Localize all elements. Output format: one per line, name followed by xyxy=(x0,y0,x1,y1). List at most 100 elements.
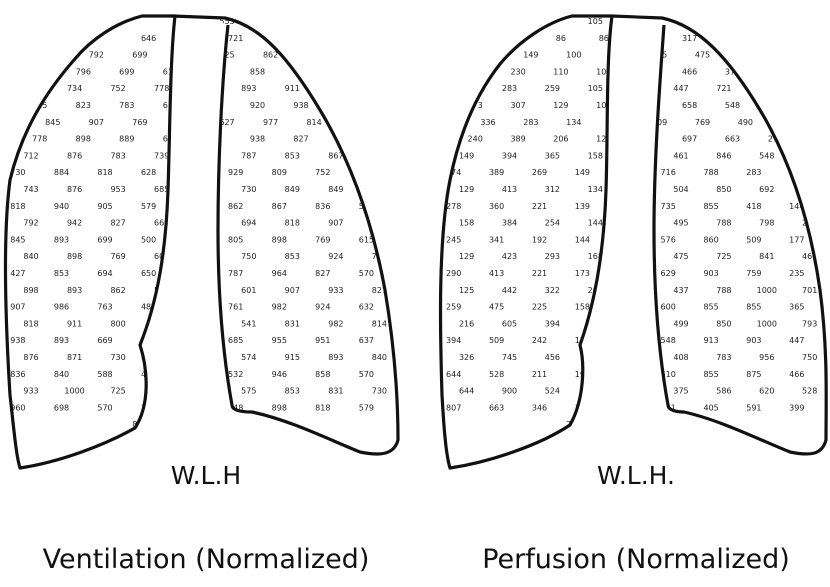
region-value: 469 xyxy=(154,353,169,362)
region-value: 197 xyxy=(630,319,645,328)
region-value: 504 xyxy=(673,185,688,194)
region-value: 360 xyxy=(489,202,504,211)
region-value: 278 xyxy=(446,202,461,211)
region-value: 437 xyxy=(673,286,688,295)
region-value: 230 xyxy=(510,67,525,76)
region-value: 807 xyxy=(446,403,461,412)
region-value: 394 xyxy=(446,336,461,345)
region-value: 898 xyxy=(272,403,287,412)
region-value: 240 xyxy=(468,135,483,144)
region-value: 579 xyxy=(141,202,156,211)
region-value: 408 xyxy=(673,353,688,362)
region-value: 783 xyxy=(119,101,134,110)
region-value: 889 xyxy=(119,135,134,144)
ventilation-panel: 5845536465267217926995577258626927966996… xyxy=(5,16,398,575)
region-value: 206 xyxy=(630,353,645,362)
region-value: 955 xyxy=(272,336,287,345)
region-value: 938 xyxy=(10,336,25,345)
region-value: 769 xyxy=(110,252,125,261)
region-value: 818 xyxy=(23,319,38,328)
region-value: 853 xyxy=(285,252,300,261)
region-value: 100 xyxy=(566,51,581,60)
region-value: 192 xyxy=(802,185,817,194)
region-value: 283 xyxy=(746,168,761,177)
region-value: 699 xyxy=(132,51,147,60)
region-value: 528 xyxy=(489,370,504,379)
region-value: 548 xyxy=(661,336,676,345)
region-value: 532 xyxy=(359,168,374,177)
region-value: 1000 xyxy=(64,387,84,396)
region-value: 787 xyxy=(228,269,243,278)
region-value: 158 xyxy=(588,151,603,160)
region-value: 464 xyxy=(185,370,200,379)
region-value: 129 xyxy=(459,185,474,194)
region-value: 836 xyxy=(10,370,25,379)
region-value: 221 xyxy=(532,269,547,278)
region-value: 907 xyxy=(328,219,343,228)
region-value: 532 xyxy=(228,370,243,379)
ventilation-caption: Ventilation (Normalized) xyxy=(43,544,370,575)
region-value: 750 xyxy=(241,252,256,261)
region-value: 481 xyxy=(154,319,169,328)
region-value: 177 xyxy=(630,185,645,194)
region-value: 544 xyxy=(206,67,221,76)
region-value: 517 xyxy=(198,252,213,261)
region-value: 734 xyxy=(67,84,82,93)
region-value: 235 xyxy=(789,269,804,278)
region-value: 471 xyxy=(185,437,200,446)
region-value: 576 xyxy=(661,235,676,244)
region-value: 763 xyxy=(97,303,112,312)
region-value: 225 xyxy=(532,303,547,312)
region-value: 699 xyxy=(119,67,134,76)
region-value: 509 xyxy=(746,235,761,244)
region-value: 389 xyxy=(510,135,525,144)
region-value: 584 xyxy=(176,17,191,26)
region-value: 526 xyxy=(185,34,200,43)
region-value: 793 xyxy=(802,319,817,328)
region-value: 548 xyxy=(759,151,774,160)
region-value: 644 xyxy=(459,387,474,396)
region-value: 524 xyxy=(545,387,560,396)
region-value: 394 xyxy=(502,151,517,160)
region-value: 105 xyxy=(588,17,603,26)
region-value: 900 xyxy=(618,437,633,446)
region-value: 490 xyxy=(738,118,753,127)
region-value: 245 xyxy=(630,219,645,228)
region-value: 707 xyxy=(372,151,387,160)
region-value: 475 xyxy=(695,51,710,60)
region-value: 933 xyxy=(23,387,38,396)
region-value: 663 xyxy=(725,135,740,144)
region-value: 893 xyxy=(241,84,256,93)
region-value: 721 xyxy=(228,34,243,43)
region-value: 158 xyxy=(459,219,474,228)
region-value: 216 xyxy=(588,353,603,362)
region-value: 413 xyxy=(502,185,517,194)
region-value: 694 xyxy=(97,269,112,278)
region-value: 610 xyxy=(198,84,213,93)
region-value: 499 xyxy=(673,319,688,328)
region-value: 907 xyxy=(10,303,25,312)
region-value: 761 xyxy=(228,303,243,312)
region-value: 206 xyxy=(553,135,568,144)
region-value: 429 xyxy=(154,387,169,396)
region-value: 134 xyxy=(588,185,603,194)
region-value: 139 xyxy=(575,202,590,211)
region-value: 433 xyxy=(185,403,200,412)
region-value: 725 xyxy=(716,252,731,261)
region-value: 694 xyxy=(241,219,256,228)
region-value: 788 xyxy=(716,219,731,228)
region-value: 900 xyxy=(502,387,517,396)
region-value: 307 xyxy=(510,101,525,110)
region-value: 953 xyxy=(110,185,125,194)
region-value: 293 xyxy=(545,252,560,261)
region-value: 283 xyxy=(618,370,633,379)
region-value: 805 xyxy=(228,235,243,244)
region-value: 447 xyxy=(673,84,688,93)
region-value: 734 xyxy=(337,101,352,110)
region-value: 187 xyxy=(588,319,603,328)
region-value: 1000 xyxy=(757,319,777,328)
region-value: 792 xyxy=(23,219,38,228)
region-value: 788 xyxy=(716,286,731,295)
region-value: 669 xyxy=(97,336,112,345)
